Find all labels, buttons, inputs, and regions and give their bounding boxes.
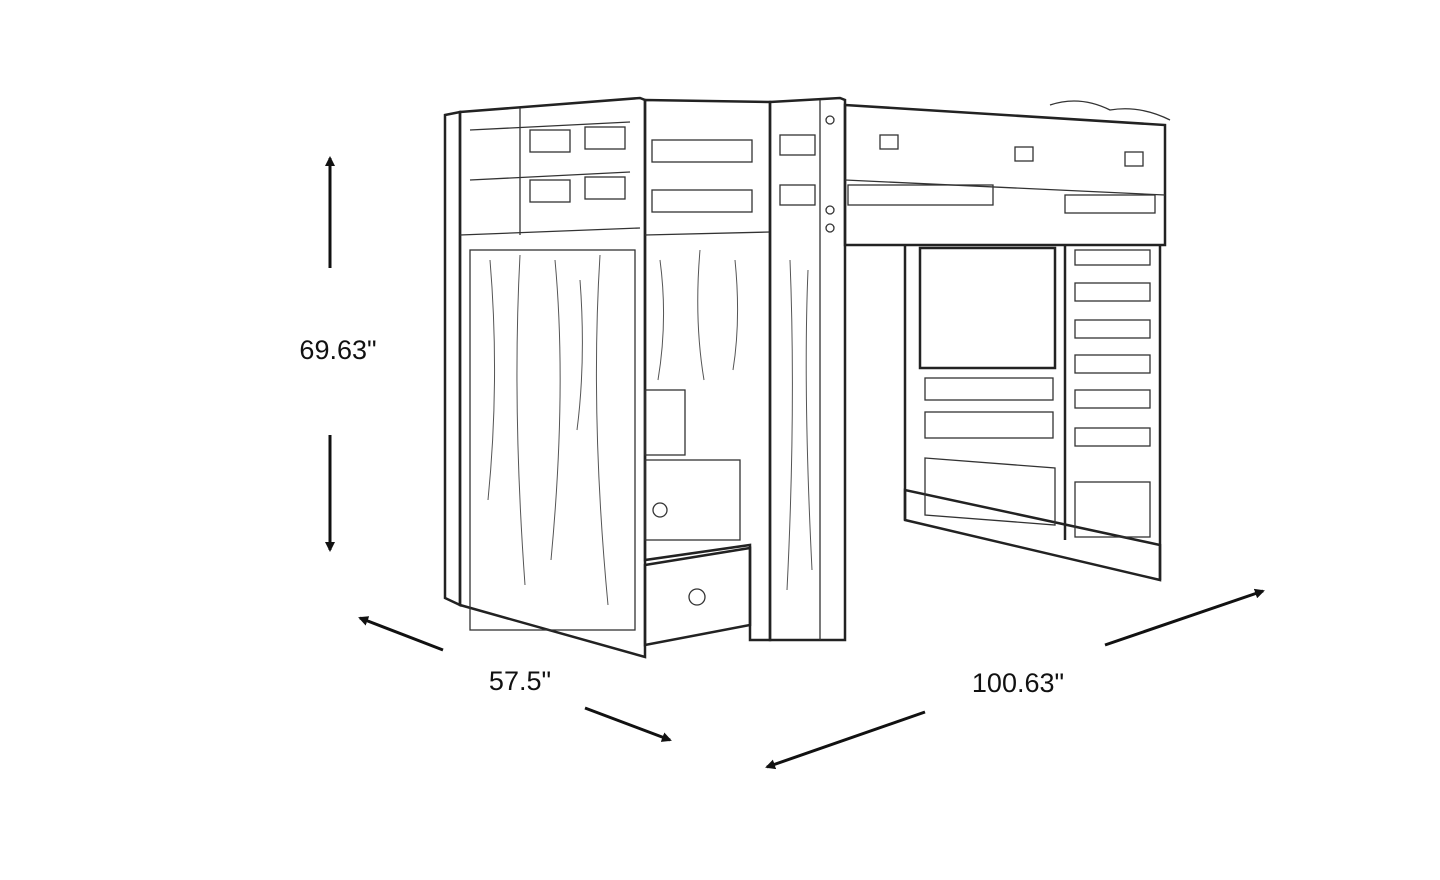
left-end-panel bbox=[443, 96, 647, 659]
depth-arrow-right bbox=[584, 706, 672, 742]
loft-frame bbox=[843, 100, 1171, 582]
width-arrow-right bbox=[1104, 588, 1265, 647]
width-dimension-label: 100.63" bbox=[971, 668, 1065, 698]
depth-arrow-left bbox=[358, 616, 444, 652]
post-panel bbox=[768, 96, 847, 642]
stair-section bbox=[643, 98, 772, 647]
height-dimension-label: 69.63" bbox=[299, 335, 377, 365]
width-arrow-left bbox=[765, 710, 926, 770]
side-panel bbox=[918, 245, 1151, 540]
depth-dimension-label: 57.5" bbox=[488, 666, 552, 696]
